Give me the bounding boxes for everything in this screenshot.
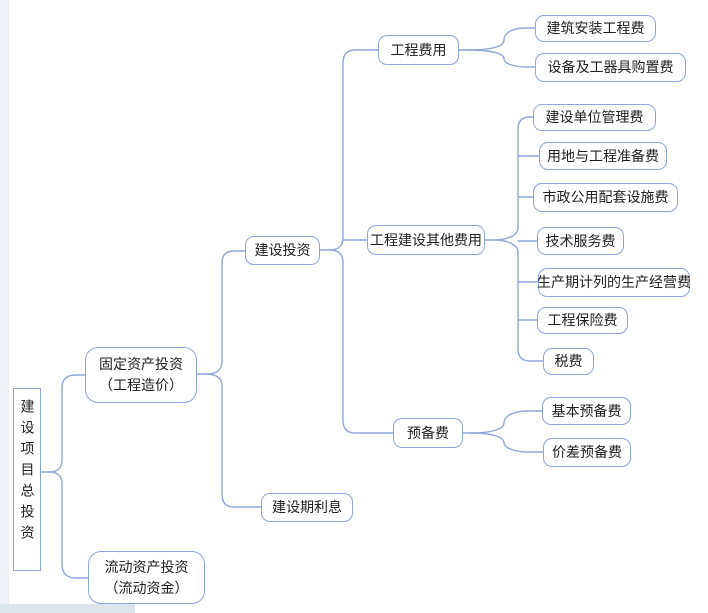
node-root-total-investment[interactable]: 建设项目总投资 <box>13 388 41 571</box>
node-construction-investment[interactable]: 建设投资 <box>245 236 320 265</box>
connector-fixed-children <box>196 250 262 508</box>
connector-reserve-leaf2 <box>470 432 544 453</box>
connector-othercost-children <box>484 116 544 362</box>
connector-reserve-children <box>462 410 544 453</box>
leaf-production-period-operating-fee[interactable]: 生产期计列的生产经营费 <box>537 268 691 297</box>
leaf-construction-installation-fee[interactable]: 建筑安装工程费 <box>535 15 656 42</box>
node-other-construction-cost[interactable]: 工程建设其他费用 <box>367 225 485 255</box>
node-current-asset-line2: （流动资金） <box>104 579 189 596</box>
connector-root-to-fixed <box>48 374 86 473</box>
leaf-municipal-utility-supporting-fee[interactable]: 市政公用配套设施费 <box>533 183 678 212</box>
node-fixed-asset-line2: （工程造价） <box>99 377 183 393</box>
leaf-equipment-tools-purchase-fee[interactable]: 设备及工器具购置费 <box>535 53 686 82</box>
connector-to-engineering-cost <box>329 49 379 251</box>
leaf-basic-reserve-fee[interactable]: 基本预备费 <box>542 397 631 425</box>
connector-othercost-leaf1 <box>494 116 534 241</box>
leaf-owner-management-fee[interactable]: 建设单位管理费 <box>533 104 656 131</box>
connector-engcost-leaf2 <box>466 49 536 68</box>
node-engineering-cost[interactable]: 工程费用 <box>378 35 459 65</box>
connector-reserve-leaf1 <box>470 410 543 434</box>
node-current-asset-investment[interactable]: 流动资产投资 （流动资金） <box>88 551 205 604</box>
connector-othercost-leaf7 <box>494 239 544 362</box>
page-edge-bottom <box>0 604 135 613</box>
connector-engcost-leaf1 <box>466 27 536 51</box>
leaf-engineering-insurance-fee[interactable]: 工程保险费 <box>537 307 628 334</box>
node-construction-period-interest[interactable]: 建设期利息 <box>261 493 353 522</box>
leaf-price-difference-reserve-fee[interactable]: 价差预备费 <box>543 438 631 467</box>
connector-to-reserve-fund <box>329 249 394 434</box>
leaf-land-and-preparation-fee[interactable]: 用地与工程准备费 <box>539 142 667 170</box>
connector-engcost-children <box>458 27 536 68</box>
connector-root-children <box>40 374 89 579</box>
node-current-asset-line1: 流动资产投资 <box>104 558 189 575</box>
connector-fixed-to-constr-inv <box>205 250 246 375</box>
leaf-technical-service-fee[interactable]: 技术服务费 <box>537 227 624 255</box>
connector-root-to-current <box>48 471 89 579</box>
node-fixed-asset-line1: 固定资产投资 <box>99 356 183 372</box>
leaf-taxes[interactable]: 税费 <box>543 348 594 375</box>
node-fixed-asset-investment[interactable]: 固定资产投资 （工程造价） <box>85 347 197 403</box>
connector-fixed-to-interest <box>205 373 262 508</box>
page-edge-left <box>0 0 9 613</box>
node-reserve-fund[interactable]: 预备费 <box>393 418 463 448</box>
